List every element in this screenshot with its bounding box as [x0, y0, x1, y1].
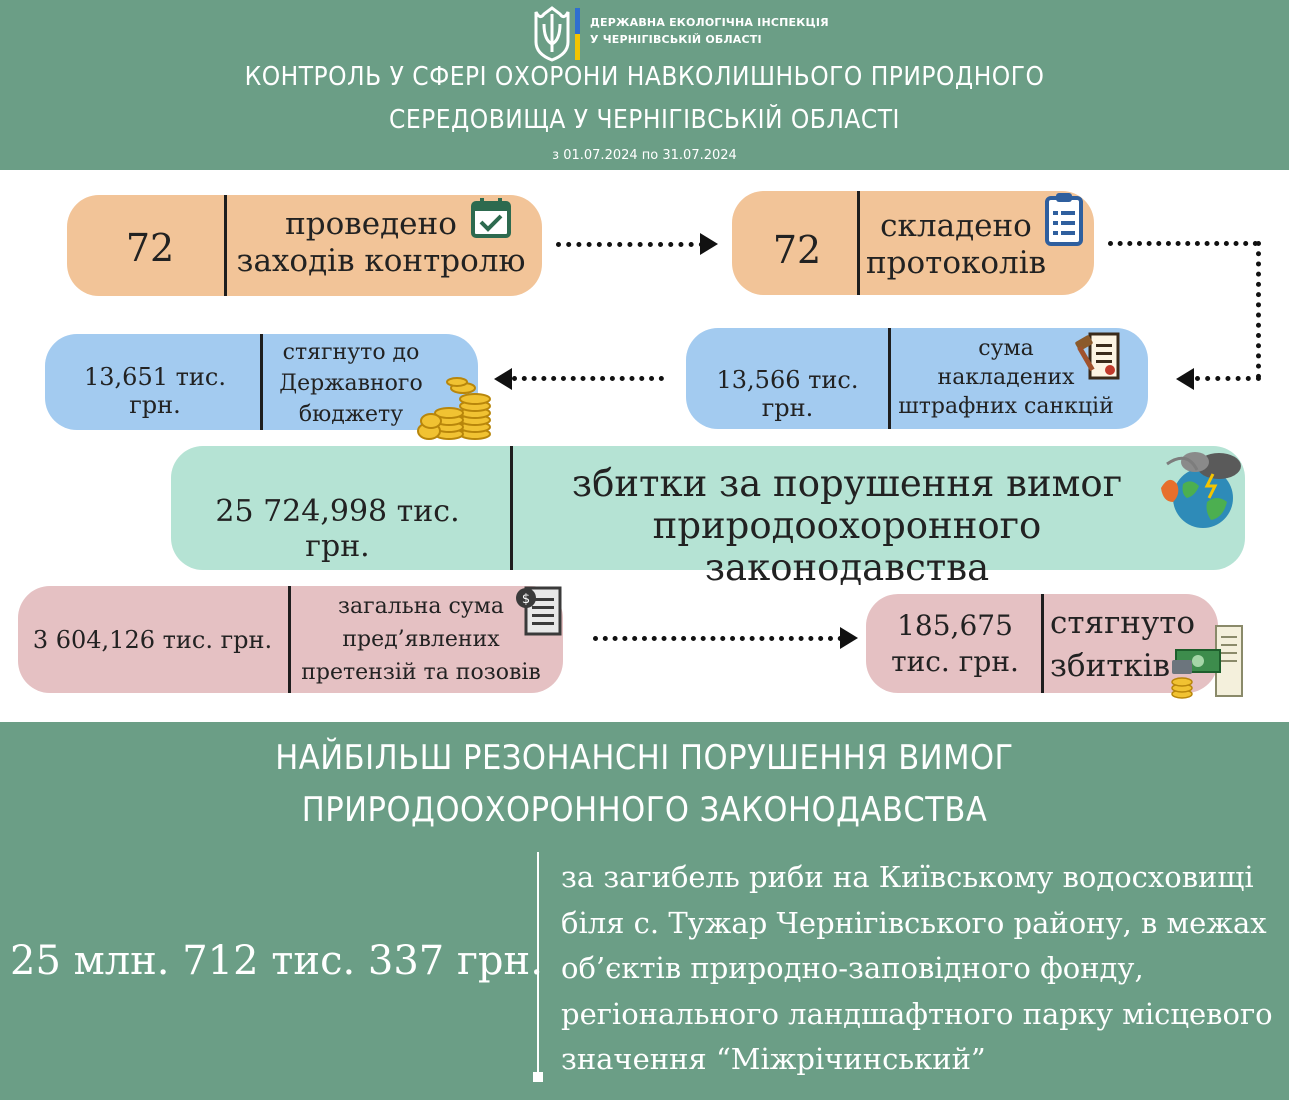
- damages-label: збитки за порушення вимог природоохоронн…: [522, 463, 1172, 589]
- budget-value: 13,651 тис. грн.: [84, 363, 226, 419]
- divider: [857, 191, 860, 295]
- divider-dot: [533, 1072, 543, 1082]
- damages-label-line-1: збитки за порушення вимог: [571, 462, 1123, 505]
- flow-arrow-line: [1195, 376, 1261, 381]
- protocols-card: [732, 191, 1094, 295]
- flow-arrow-line: [556, 242, 704, 247]
- clipboard-icon: [1045, 193, 1083, 246]
- budget-label-line-2: Державного: [279, 371, 423, 396]
- inspections-value: 72: [125, 226, 175, 270]
- divider: [888, 328, 891, 429]
- resonant-heading-line-1: НАЙБІЛЬШ РЕЗОНАНСНІ ПОРУШЕННЯ ВИМОГ: [275, 738, 1014, 778]
- protocols-label-line-2: протоколів: [866, 245, 1047, 281]
- recovered-label: стягнуто збитків: [1050, 602, 1196, 688]
- damages-card: [171, 446, 1245, 570]
- header-band: [0, 0, 1289, 170]
- fines-label-line-1: сума: [978, 336, 1034, 361]
- flow-arrow-line: [1256, 241, 1261, 379]
- fines-label-line-2: накладених: [937, 365, 1075, 390]
- claims-label: загальна сума пред’явлених претензій та …: [292, 590, 550, 689]
- inspections-label-line-2: заходів контролю: [236, 243, 526, 279]
- page-title-line-2: СЕРЕДОВИЩА У ЧЕРНІГІВСЬКІЙ ОБЛАСТІ: [389, 105, 900, 135]
- resonant-description: за загибель риби на Київському водосхови…: [561, 855, 1281, 1083]
- org-name: ДЕРЖАВНА ЕКОЛОГІЧНА ІНСПЕКЦІЯ У ЧЕРНІГІВ…: [590, 14, 829, 48]
- invoice-icon: $: [516, 586, 562, 636]
- flow-arrow-head: [840, 627, 858, 649]
- flow-arrow-head: [494, 368, 512, 390]
- divider: [224, 195, 227, 296]
- fines-value: 13,566 тис. грн.: [716, 366, 859, 422]
- divider: [510, 446, 513, 570]
- fines-card: [686, 328, 1148, 429]
- divider: [1041, 594, 1044, 693]
- coins-icon: [417, 377, 491, 440]
- flow-arrow-head: [1176, 368, 1194, 390]
- globe-storm-icon: [1161, 452, 1241, 528]
- resonant-desc-line-4: регіонального ландшафтного парку місцево…: [561, 996, 1273, 1031]
- damages-value: 25 724,998 тис. грн.: [215, 494, 460, 564]
- recovered-value-line-1: 185,675: [897, 609, 1013, 642]
- protocols-value: 72: [772, 228, 822, 272]
- flow-arrow-head: [700, 233, 718, 255]
- divider: [260, 334, 263, 430]
- gavel-document-icon: [1075, 332, 1120, 380]
- budget-label-line-1: стягнуто до: [282, 340, 420, 365]
- resonant-desc-line-1: за загибель риби на Київському водосхови…: [561, 860, 1254, 894]
- flow-arrow-line: [512, 376, 664, 381]
- recovered-label-line-1: стягнуто: [1050, 605, 1196, 641]
- protocols-label: складено протоколів: [866, 208, 1046, 282]
- divider: [288, 586, 291, 693]
- resonant-desc-line-2: біля с. Тужар Чернігівського району, в м…: [561, 905, 1267, 940]
- recovered-value: 185,675 тис. грн.: [872, 608, 1038, 680]
- resonant-desc-line-5: значення “Міжрічинський”: [561, 1042, 986, 1076]
- resonant-amount: 25 млн. 712 тис. 337 грн.: [10, 938, 543, 984]
- resonant-desc-line-3: об’єктів природно-заповідного фонду,: [561, 951, 1144, 985]
- claims-label-line-3: претензій та позовів: [301, 660, 541, 685]
- budget-label: стягнуто до Державного бюджету: [266, 337, 436, 430]
- recovered-value-line-2: тис. грн.: [891, 645, 1019, 678]
- trident-emblem: [534, 6, 580, 62]
- report-period: з 01.07.2024 по 31.07.2024: [552, 148, 737, 163]
- claims-label-line-1: загальна сума: [338, 594, 504, 619]
- recovered-label-line-2: збитків: [1050, 648, 1171, 684]
- protocols-label-line-1: складено: [880, 208, 1032, 244]
- page-title-line-1: КОНТРОЛЬ У СФЕРІ ОХОРОНИ НАВКОЛИШНЬОГО П…: [244, 62, 1045, 92]
- inspections-label-line-1: проведено: [285, 206, 457, 242]
- claims-value: 3 604,126 тис. грн.: [32, 626, 273, 654]
- svg-text:$: $: [522, 592, 530, 607]
- org-line-2: У ЧЕРНІГІВСЬКІЙ ОБЛАСТІ: [590, 33, 762, 46]
- claims-label-line-2: пред’явлених: [342, 627, 500, 652]
- damages-label-line-2: природоохоронного законодавства: [652, 504, 1042, 589]
- budget-label-line-3: бюджету: [298, 402, 404, 427]
- fines-label: сума накладених штрафних санкцій: [895, 334, 1117, 421]
- money-receipt-icon: [1171, 625, 1243, 699]
- inspections-label: проведено заходів контролю: [236, 206, 526, 280]
- inspections-card: [67, 195, 542, 296]
- fines-label-line-3: штрафних санкцій: [898, 394, 1114, 419]
- org-line-1: ДЕРЖАВНА ЕКОЛОГІЧНА ІНСПЕКЦІЯ: [590, 16, 829, 29]
- resonant-heading-line-2: ПРИРОДООХОРОННОГО ЗАКОНОДАВСТВА: [301, 790, 988, 830]
- flow-arrow-line: [1108, 241, 1258, 246]
- divider-line: [537, 852, 539, 1078]
- flow-arrow-line: [593, 636, 843, 641]
- calendar-check-icon: [471, 198, 511, 238]
- resonant-section: [0, 722, 1289, 1100]
